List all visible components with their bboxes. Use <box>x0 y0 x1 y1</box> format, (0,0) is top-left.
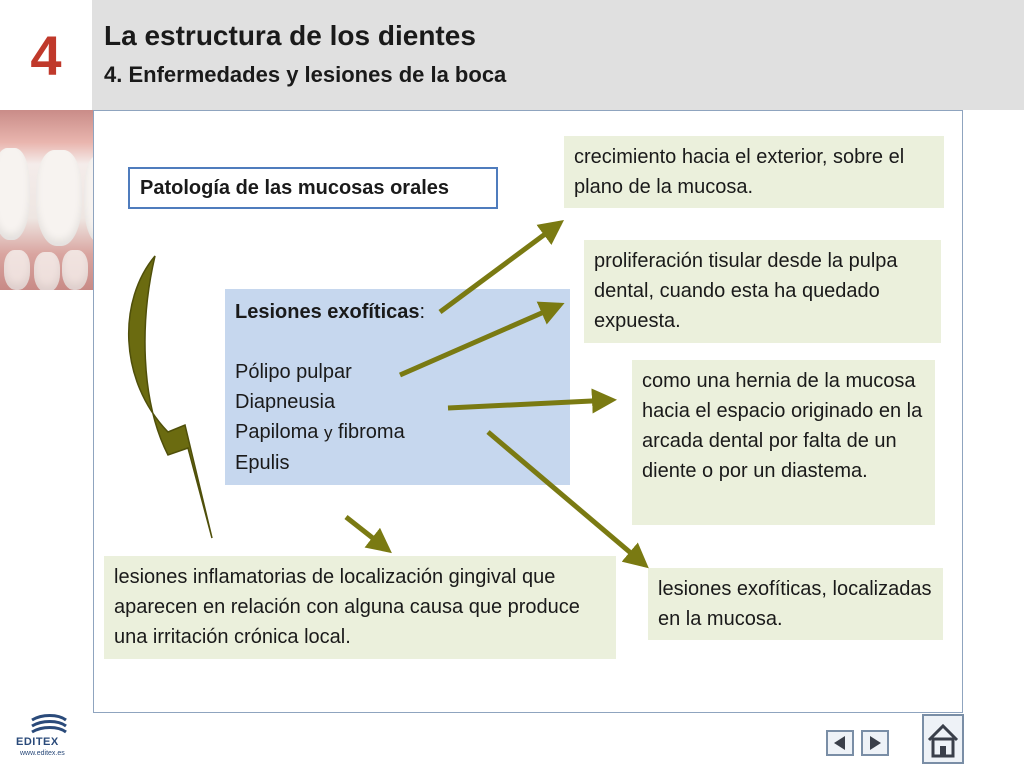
description-diapneusia: proliferación tisular desde la pulpa den… <box>584 240 941 343</box>
previous-slide-icon <box>834 736 845 750</box>
lesion-item-papiloma: Papiloma <box>235 421 319 443</box>
lesions-heading: Lesiones exofíticas <box>235 301 420 323</box>
lesion-item-polipo: Pólipo pulpar <box>235 361 352 383</box>
description-fibroma: lesiones exofíticas, localizadas en la m… <box>648 568 943 640</box>
lesions-list-box: Lesiones exofíticas: Pólipo pulpar Diapn… <box>225 289 570 485</box>
next-slide-button[interactable] <box>861 730 889 756</box>
section-title: Patología de las mucosas orales <box>128 167 498 209</box>
lesion-item-y: y <box>323 423 333 442</box>
lesion-item-fibroma: fibroma <box>338 421 405 443</box>
description-polipo: crecimiento hacia el exterior, sobre el … <box>564 136 944 208</box>
slide-title: La estructura de los dientes <box>104 20 476 51</box>
editex-brand: EDITEX <box>16 736 59 748</box>
lesion-item-diapneusia: Diapneusia <box>235 391 336 413</box>
next-slide-icon <box>870 736 881 750</box>
description-papiloma: como una hernia de la mucosa hacia el es… <box>632 360 935 525</box>
previous-slide-button[interactable] <box>826 730 854 756</box>
home-button[interactable] <box>922 714 964 764</box>
chapter-number: 4 <box>30 23 62 87</box>
home-icon <box>927 723 959 758</box>
lesions-heading-line: Lesiones exofíticas: <box>235 297 560 327</box>
editex-url: www.editex.es <box>20 750 65 757</box>
editex-logo-icon <box>31 714 67 734</box>
lesion-item-epulis: Epulis <box>235 452 290 474</box>
slide-header: La estructura de los dientes 4. Enfermed… <box>92 0 1024 110</box>
lesions-heading-colon: : <box>419 301 426 323</box>
lesion-item-papiloma-fibroma: Papiloma y fibroma <box>235 417 560 448</box>
description-epulis: lesiones inflamatorias de localización g… <box>104 556 616 659</box>
slide-subtitle: 4. Enfermedades y lesiones de la boca <box>104 62 507 87</box>
teeth-photo <box>0 110 93 290</box>
